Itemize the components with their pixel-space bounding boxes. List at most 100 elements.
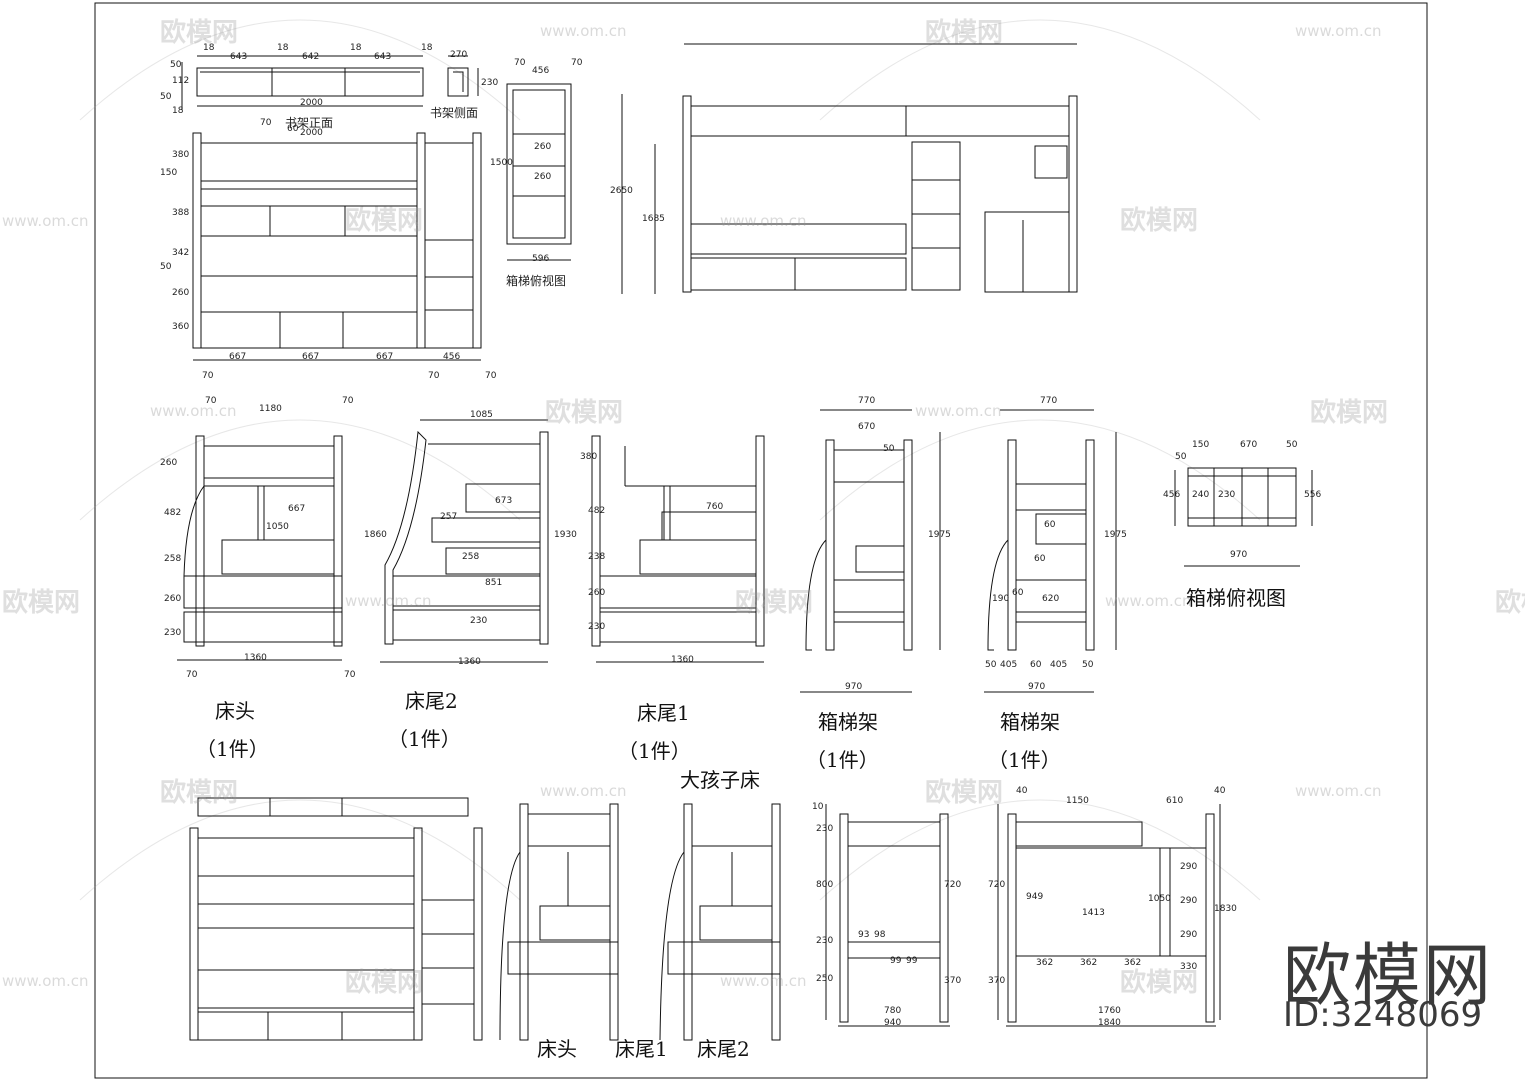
dim-text: 50 xyxy=(160,92,172,102)
dim-text: 2000 xyxy=(300,128,323,138)
dim-text: 18 xyxy=(421,43,433,53)
label-ladder-top-view-2: 箱梯俯视图 xyxy=(1186,586,1286,610)
dim-text: 670 xyxy=(858,422,876,432)
dim-text: 230 xyxy=(816,824,834,834)
dim-text: 70 xyxy=(202,371,214,381)
watermark-name: 欧模网 xyxy=(345,206,424,236)
label-qty: （1件） xyxy=(988,748,1061,772)
dim-text: 667 xyxy=(302,352,320,362)
dim-text: 70 xyxy=(514,58,526,68)
dim-text: 1500 xyxy=(490,158,513,168)
watermark-site: www.om.cn xyxy=(720,972,807,990)
watermark-site: www.om.cn xyxy=(540,782,627,800)
dim-text: 60 xyxy=(1034,554,1046,564)
bed-tail1-elevation xyxy=(592,436,764,662)
watermark-name: 欧模网 xyxy=(1120,968,1199,998)
dim-text: 260 xyxy=(164,594,182,604)
dim-text: 260 xyxy=(172,288,190,298)
dim-text: 40 xyxy=(1016,786,1028,796)
dim-text: 1685 xyxy=(642,214,665,224)
dim-text: 456 xyxy=(1163,490,1181,500)
label-big-kid-bed: 大孩子床 xyxy=(680,768,760,792)
dim-text: 99 xyxy=(906,956,918,966)
dim-text: 50 xyxy=(170,60,182,70)
watermark-site: www.om.cn xyxy=(720,212,807,230)
dim-text: 230 xyxy=(588,622,606,632)
dim-text: 362 xyxy=(1080,958,1098,968)
dim-text: 230 xyxy=(470,616,488,626)
label-bookshelf-side: 书架侧面 xyxy=(430,106,479,120)
watermark-name: 欧模网 xyxy=(1495,588,1525,618)
watermark-site: www.om.cn xyxy=(345,592,432,610)
watermark-site: www.om.cn xyxy=(540,22,627,40)
dim-text: 50 xyxy=(883,444,895,454)
dim-text: 230 xyxy=(816,936,834,946)
bookshelf-front-view xyxy=(182,56,423,110)
dim-text: 643 xyxy=(230,52,248,62)
watermark-site: www.om.cn xyxy=(2,212,89,230)
watermark-name: 欧模网 xyxy=(925,778,1004,808)
label-bottom-head: 床头 xyxy=(537,1037,577,1061)
dim-text: 556 xyxy=(1304,490,1322,500)
bunk-side-elevation xyxy=(622,44,1077,294)
watermark-name: 欧模网 xyxy=(925,18,1004,48)
label-qty: （1件） xyxy=(618,739,691,763)
dim-text: 380 xyxy=(172,150,190,160)
dim-text: 2650 xyxy=(610,186,633,196)
dim-text: 260 xyxy=(588,588,606,598)
watermark-name: 欧模网 xyxy=(735,588,814,618)
dim-text: 1150 xyxy=(1066,796,1089,806)
dim-text: 667 xyxy=(288,504,306,514)
watermark-name: 欧模网 xyxy=(545,398,624,428)
label-ladder-top-view-1: 箱梯俯视图 xyxy=(506,274,567,288)
label-qty: （1件） xyxy=(196,737,269,761)
dim-text: 60 xyxy=(1044,520,1056,530)
dim-text: 260 xyxy=(534,142,552,152)
watermark-name: 欧模网 xyxy=(345,968,424,998)
dim-text: 770 xyxy=(858,396,876,406)
dim-text: 230 xyxy=(481,78,499,88)
bottom-assembly-front xyxy=(190,798,482,1040)
dim-text: 596 xyxy=(532,254,550,264)
dim-text: 720 xyxy=(944,880,962,890)
dim-text: 290 xyxy=(1180,862,1198,872)
bottom-long-section xyxy=(998,804,1220,1026)
dim-text: 362 xyxy=(1036,958,1054,968)
dim-text: 2000 xyxy=(300,98,323,108)
dim-text: 40 xyxy=(1214,786,1226,796)
dim-text: 1930 xyxy=(554,530,577,540)
dim-text: 1840 xyxy=(1098,1018,1121,1028)
dim-text: 770 xyxy=(1040,396,1058,406)
bed-head-elevation xyxy=(177,436,342,660)
dim-text: 60 xyxy=(1030,660,1042,670)
dim-text: 60 xyxy=(1012,588,1024,598)
label-qty: （1件） xyxy=(388,727,461,751)
dim-text: 50 xyxy=(985,660,997,670)
brand-watermark: 欧模网 xyxy=(1283,937,1494,1016)
dim-text: 482 xyxy=(164,508,182,518)
dim-text: 1860 xyxy=(364,530,387,540)
dim-text: 150 xyxy=(1192,440,1210,450)
watermark-arcs xyxy=(80,20,1260,900)
dim-text: 70 xyxy=(344,670,356,680)
dim-text: 620 xyxy=(1042,594,1060,604)
dim-text: 70 xyxy=(571,58,583,68)
label-bookshelf-front: 书架正面 xyxy=(285,116,334,130)
watermark-name: 欧模网 xyxy=(2,588,81,618)
dim-text: 230 xyxy=(1218,490,1236,500)
dim-text: 99 xyxy=(890,956,902,966)
dim-text: 1180 xyxy=(259,404,282,414)
label-bottom-tail2: 床尾2 xyxy=(697,1037,750,1061)
dim-text: 1050 xyxy=(266,522,289,532)
dim-text: 780 xyxy=(884,1006,902,1016)
ladder-top-view-right xyxy=(1175,468,1312,566)
watermark-site: www.om.cn xyxy=(1295,782,1382,800)
ladder-box-top-view xyxy=(507,84,571,260)
dim-text: 970 xyxy=(1230,550,1248,560)
bottom-side-section xyxy=(826,804,950,1026)
dim-text: 456 xyxy=(532,66,550,76)
label-bed-tail2: 床尾2 xyxy=(405,689,458,713)
dim-text: 112 xyxy=(172,76,190,86)
dim-text: 1975 xyxy=(928,530,951,540)
